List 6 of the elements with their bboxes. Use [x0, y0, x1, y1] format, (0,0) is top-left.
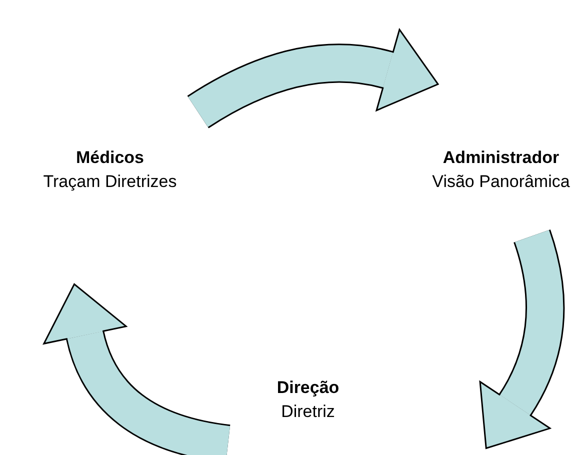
- node-heading: Direção: [276, 377, 340, 399]
- node-heading: Administrador: [442, 147, 560, 169]
- node-text: Visão Panorâmica: [431, 171, 571, 193]
- node-heading: Médicos: [74, 147, 146, 169]
- node-text: Traçam Diretrizes: [42, 171, 178, 193]
- node-text: Diretriz: [280, 401, 336, 423]
